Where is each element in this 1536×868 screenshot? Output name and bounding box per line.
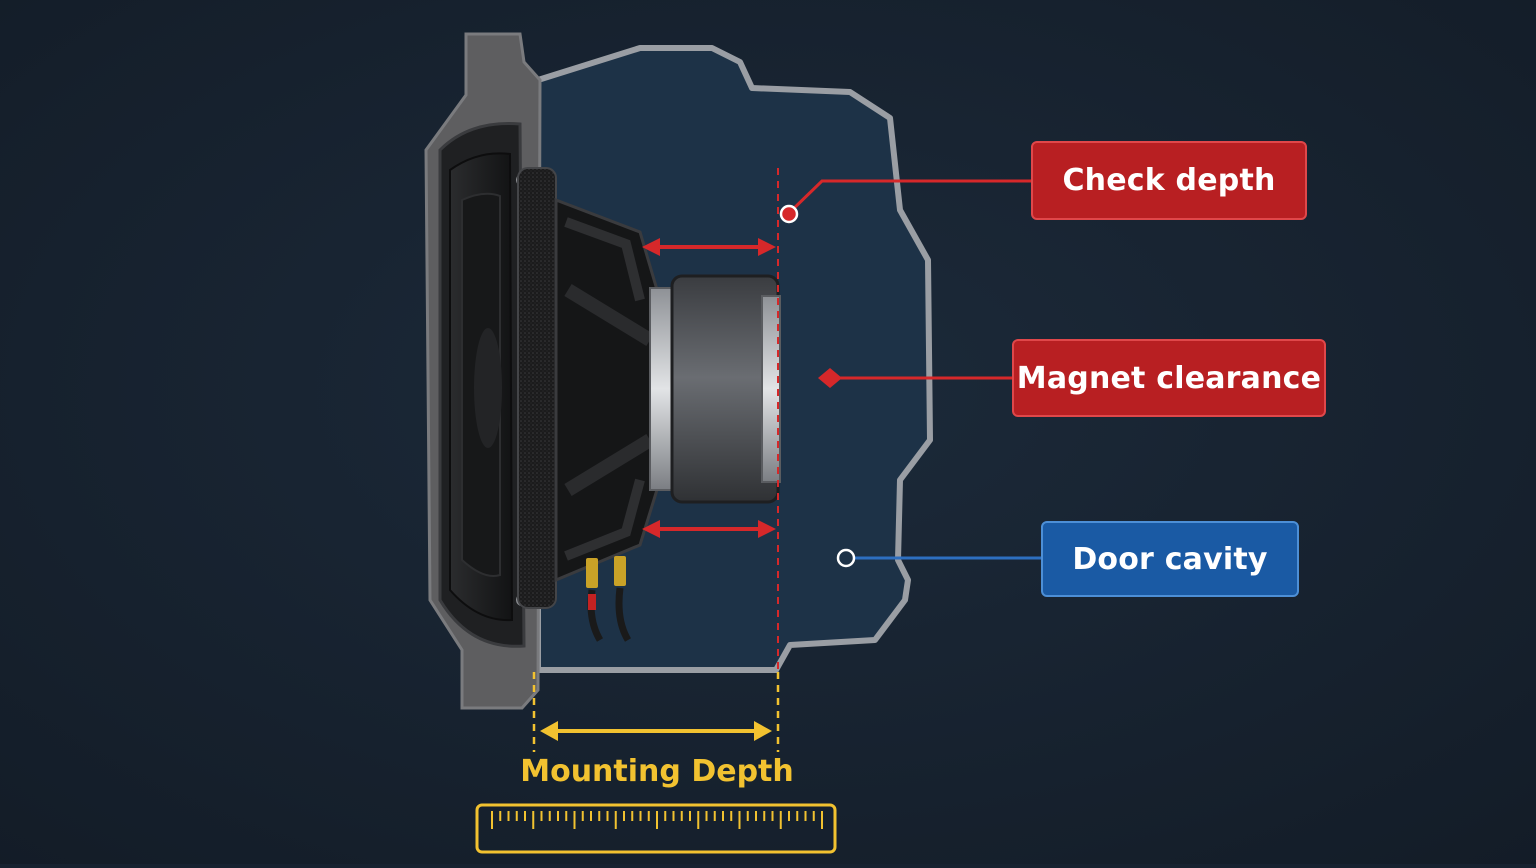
check-depth-marker	[779, 204, 799, 224]
check-depth-label: Check depth	[1062, 163, 1276, 198]
lower-clearance-arrow	[642, 520, 776, 538]
upper-clearance-arrow	[642, 238, 776, 256]
door-cavity-marker	[836, 548, 856, 568]
door-cavity-callout: Door cavity	[1041, 521, 1299, 597]
car-speaker-icon	[438, 122, 781, 648]
ruler-icon	[475, 803, 837, 854]
check-depth-leader	[787, 179, 1031, 215]
magnet-clearance-callout: Magnet clearance	[1012, 339, 1326, 417]
magnet-clearance-marker	[818, 368, 842, 388]
mounting-depth-label: Mounting Depth	[520, 754, 794, 789]
mounting-depth-arrow	[540, 721, 772, 741]
check-depth-callout: Check depth	[1031, 141, 1307, 220]
door-cavity-label: Door cavity	[1072, 541, 1268, 577]
magnet-clearance-label: Magnet clearance	[1016, 360, 1322, 396]
